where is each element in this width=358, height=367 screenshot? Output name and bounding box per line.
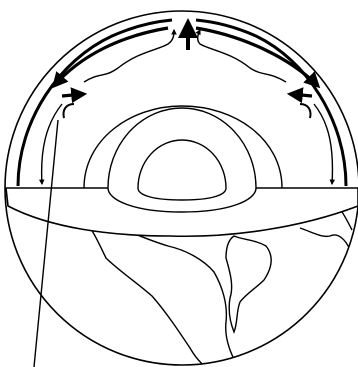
flow-arrow-right-inner [290,94,312,96]
convection-loop-top-right [198,30,286,82]
south-america-continent [78,214,240,367]
eurasia-coastline [300,228,358,288]
left-hook [63,104,74,118]
right-hook [300,104,311,118]
africa-continent [226,236,271,332]
flow-arrow-left-inner [62,94,84,96]
downwelling-arrow-left [42,104,62,184]
leader-line [34,120,58,367]
